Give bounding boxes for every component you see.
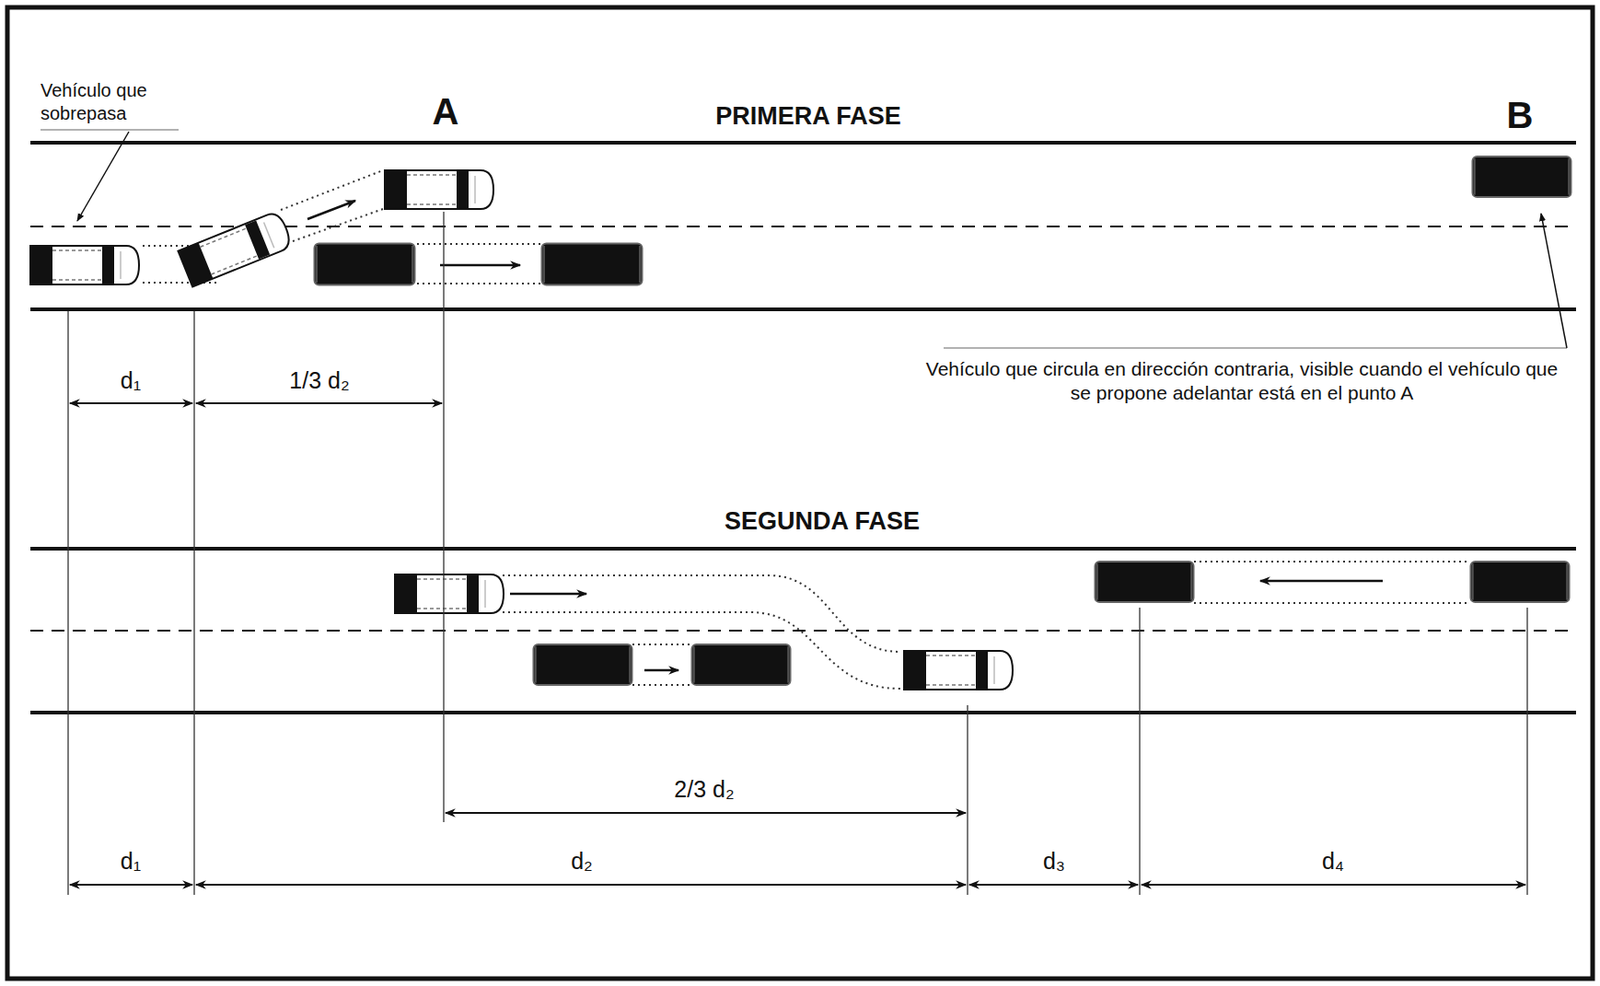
phase-title: PRIMERA FASE	[660, 101, 956, 133]
frame-border	[7, 7, 1593, 979]
dimension-label: d₁	[93, 846, 168, 876]
point-letter: A	[417, 88, 474, 135]
dimension-label: d₄	[1296, 846, 1370, 876]
callout-text: Vehículo que circula en dirección contra…	[919, 357, 1565, 406]
dimension-label: d₃	[1017, 846, 1091, 876]
dimension-label: 2/3 d₂	[639, 775, 769, 804]
extension-line	[68, 211, 1528, 895]
vehicle	[30, 156, 1572, 690]
motion-trail	[142, 170, 1470, 689]
road-phase-one	[30, 142, 1577, 310]
phase-title: SEGUNDA FASE	[674, 506, 970, 538]
direction-arrow	[307, 200, 1383, 671]
dimension-label: d₂	[544, 846, 619, 876]
dimension-label: d₁	[93, 366, 168, 395]
callout-text: Vehículo que sobrepasa	[40, 79, 198, 126]
road-phase-two	[30, 548, 1577, 713]
leader-line	[40, 129, 1567, 348]
point-letter: B	[1492, 92, 1548, 139]
dimension-line	[69, 403, 1526, 885]
dimension-label: 1/3 d₂	[264, 366, 375, 395]
